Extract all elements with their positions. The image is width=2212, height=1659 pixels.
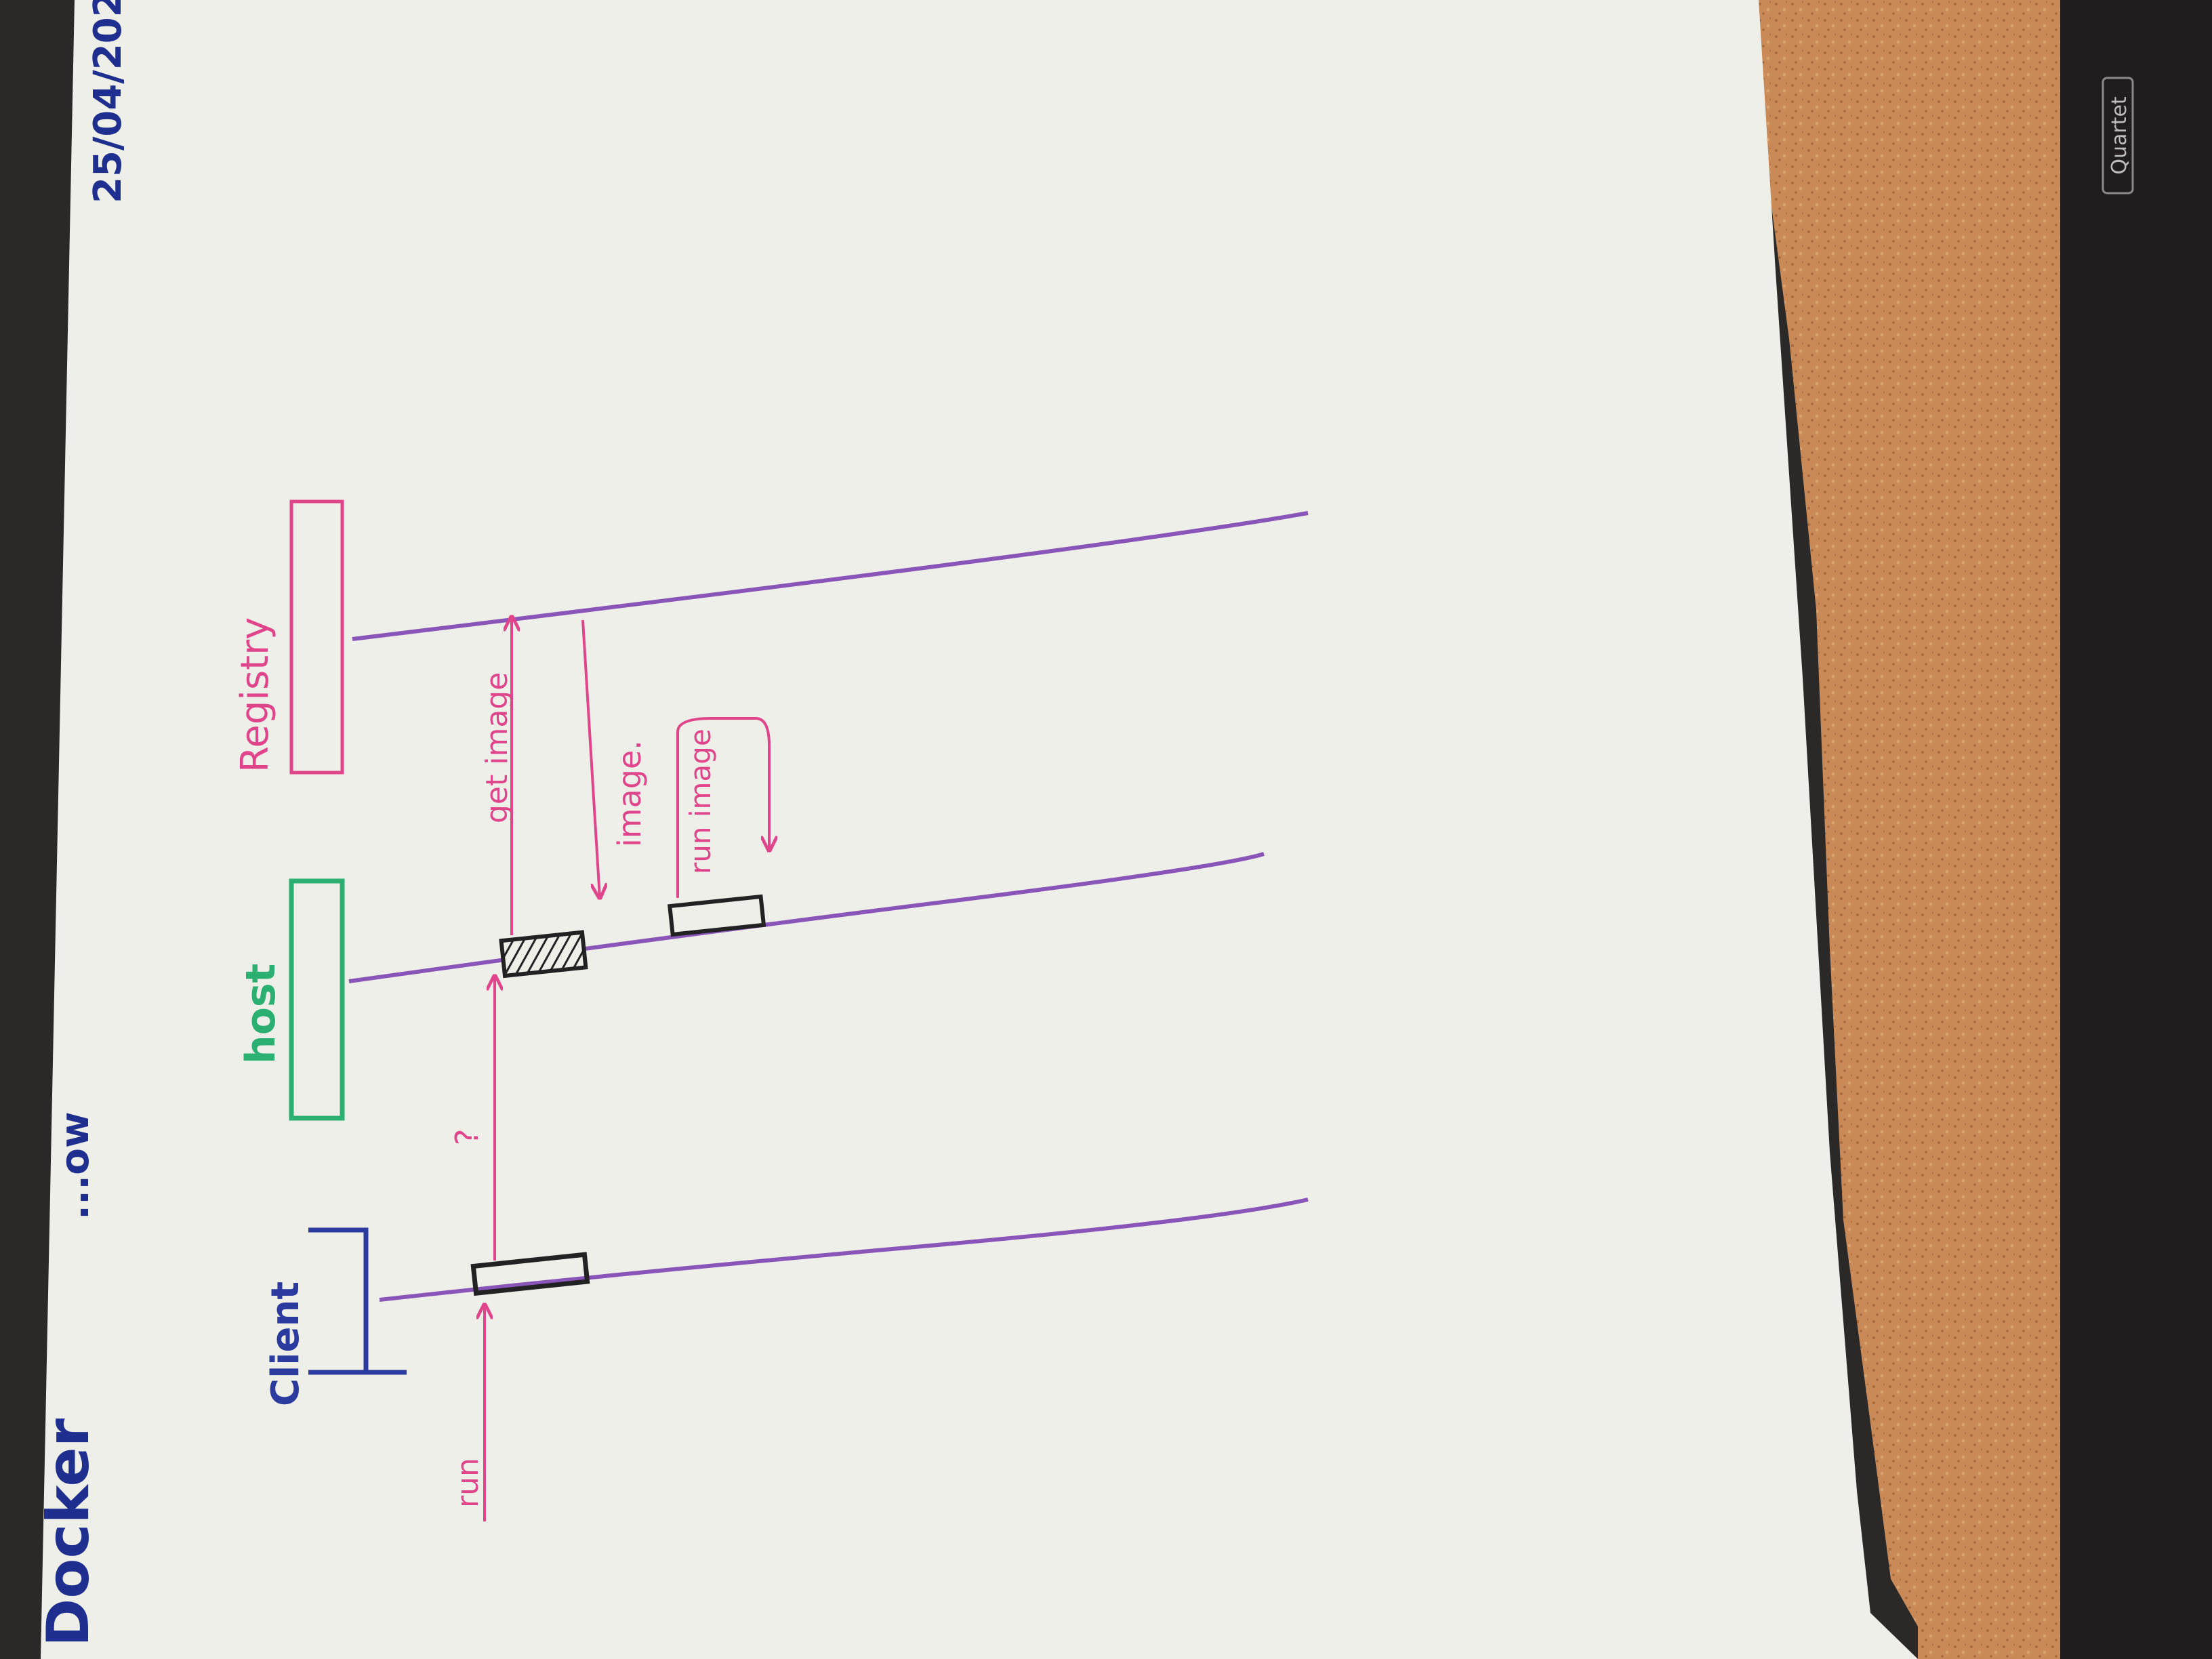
page-title: Docker bbox=[35, 1418, 102, 1647]
host-box bbox=[289, 878, 345, 1121]
client-label: Client bbox=[264, 1282, 308, 1406]
brand-badge: Quartet bbox=[2102, 77, 2134, 194]
frame-edge-right bbox=[2060, 0, 2212, 1659]
client-activation bbox=[470, 1252, 590, 1296]
msg-image-label: image. bbox=[611, 740, 648, 847]
msg-image-arrow bbox=[581, 619, 600, 898]
host-activation-hatched bbox=[499, 930, 588, 979]
msg-run-image-arrow bbox=[676, 717, 769, 898]
date-label: 25/04/2020. bbox=[86, 0, 130, 203]
msg-query-label: ? bbox=[449, 1129, 485, 1145]
page-title-suffix: ...ow bbox=[52, 1111, 98, 1220]
registry-label: Registry bbox=[233, 617, 277, 773]
brand-label: Quartet bbox=[2108, 96, 2131, 175]
msg-run-image-label: run image bbox=[684, 729, 717, 874]
client-lifeline bbox=[379, 1197, 1309, 1302]
registry-box bbox=[289, 499, 344, 775]
msg-get-image-label: get image bbox=[480, 672, 514, 823]
msg-run-label: run bbox=[451, 1458, 485, 1508]
cork-background bbox=[1755, 0, 2060, 1659]
registry-lifeline bbox=[352, 511, 1309, 641]
host-activation-run bbox=[667, 894, 766, 937]
host-label: host bbox=[237, 964, 285, 1064]
client-box bbox=[308, 1227, 369, 1375]
whiteboard-surface bbox=[41, 0, 1918, 1659]
